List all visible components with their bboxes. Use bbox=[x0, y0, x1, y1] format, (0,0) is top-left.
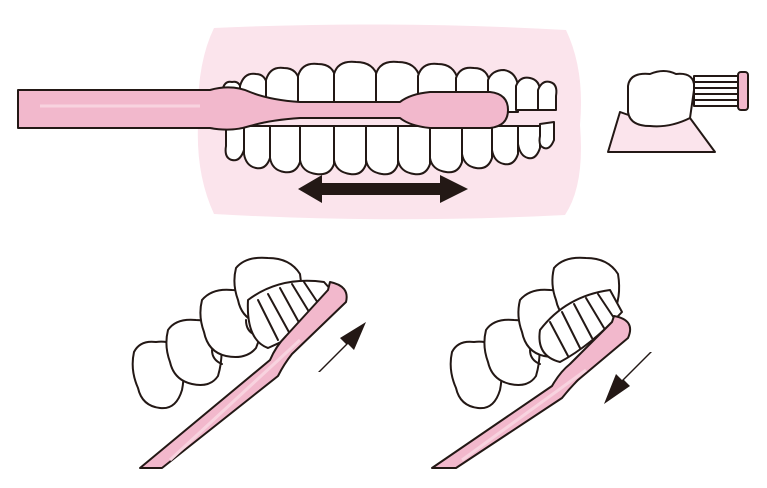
sweep-down-panel bbox=[431, 256, 652, 469]
brush-head-side bbox=[737, 71, 749, 111]
front-view-panel bbox=[17, 24, 582, 220]
toothbrush-front bbox=[17, 86, 509, 131]
lower-teeth bbox=[224, 121, 555, 176]
arrow-up-right-icon bbox=[318, 322, 366, 372]
brush-bristles-side bbox=[693, 75, 739, 107]
side-tooth bbox=[627, 70, 696, 128]
arrow-down-left-icon bbox=[604, 352, 652, 404]
toothbrush-down bbox=[431, 315, 632, 469]
double-arrow-icon bbox=[298, 175, 468, 203]
side-view-panel bbox=[607, 70, 749, 153]
toothbrush-up bbox=[139, 281, 348, 469]
sweep-up-panel bbox=[131, 256, 366, 469]
